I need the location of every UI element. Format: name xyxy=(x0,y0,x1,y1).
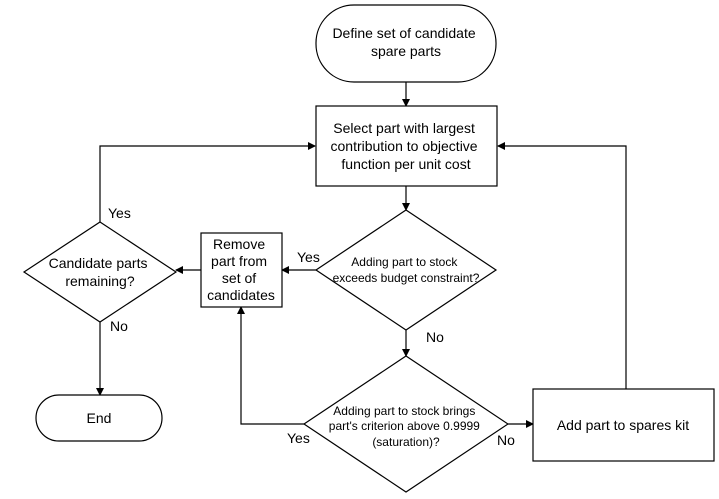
start-line-1: Define set of candidate xyxy=(332,25,475,41)
budget-decision-node: Adding part to stock exceeds budget cons… xyxy=(314,209,498,331)
remove-part-label: Remove part from set of candidates xyxy=(207,236,275,303)
remove-part-node: Remove part from set of candidates xyxy=(200,232,283,308)
select-part-node: Select part with largest contribution to… xyxy=(315,105,498,187)
select-line-2: contribution to objective xyxy=(331,138,478,154)
budget-no-label: No xyxy=(426,329,444,345)
budget-line-2: exceeds budget constraint? xyxy=(333,271,480,285)
edge-add-to-select xyxy=(497,142,627,389)
remaining-no-label: No xyxy=(110,318,128,334)
remove-line-2: part from xyxy=(211,253,267,269)
saturation-no-label: No xyxy=(497,432,515,448)
remaining-decision-label: Candidate parts remaining? xyxy=(49,255,152,289)
remove-line-3: set of xyxy=(222,270,256,286)
saturation-decision-label: Adding part to stock brings part's crite… xyxy=(329,404,483,449)
select-line-1: Select part with largest xyxy=(333,120,475,136)
budget-line-1: Adding part to stock xyxy=(351,255,458,269)
start-node: Define set of candidate spare parts xyxy=(315,4,497,83)
end-node-label: End xyxy=(87,410,112,426)
remaining-yes-label: Yes xyxy=(108,205,131,221)
end-node: End xyxy=(35,394,163,442)
add-part-node: Add part to spares kit xyxy=(532,388,715,462)
remaining-decision-node: Candidate parts remaining? xyxy=(22,221,178,323)
remaining-line-2: remaining? xyxy=(65,273,134,289)
add-part-line-1: Add part to spares kit xyxy=(557,417,689,433)
end-line-1: End xyxy=(87,410,112,426)
saturation-line-2: part's criterion above 0.9999 xyxy=(329,419,480,433)
saturation-line-3: (saturation)? xyxy=(372,435,440,449)
edge-saturation-yes-to-remove xyxy=(237,306,304,425)
select-part-label: Select part with largest contribution to… xyxy=(331,120,482,172)
budget-decision-label: Adding part to stock exceeds budget cons… xyxy=(333,255,480,285)
saturation-line-1: Adding part to stock brings xyxy=(333,404,475,418)
select-line-3: function per unit cost xyxy=(341,156,470,172)
saturation-decision-node: Adding part to stock brings part's crite… xyxy=(302,355,510,493)
edge-remaining-yes-to-select xyxy=(99,142,316,222)
saturation-yes-label: Yes xyxy=(287,430,310,446)
start-node-label: Define set of candidate spare parts xyxy=(332,25,479,59)
remove-line-4: candidates xyxy=(207,287,275,303)
start-line-2: spare parts xyxy=(371,43,441,59)
remaining-line-1: Candidate parts xyxy=(49,255,148,271)
budget-yes-label: Yes xyxy=(297,249,320,265)
remove-line-1: Remove xyxy=(213,236,265,252)
add-part-label: Add part to spares kit xyxy=(557,417,689,433)
